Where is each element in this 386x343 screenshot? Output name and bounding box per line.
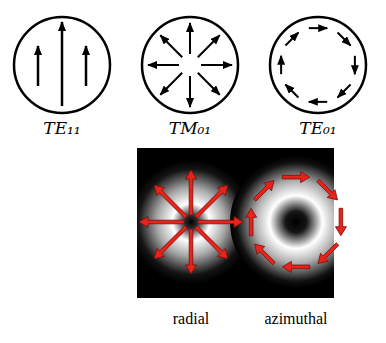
field-arrow	[354, 56, 356, 74]
polarization-arrow	[246, 208, 257, 235]
polarization-arrow	[195, 185, 228, 218]
polarization-arrow	[335, 208, 346, 235]
field-arrow	[338, 85, 351, 98]
beam-mode: azimuthal	[243, 148, 349, 333]
mode-label: TE₀₁	[267, 118, 369, 138]
field-arrow	[198, 73, 220, 95]
polarization-arrow	[186, 170, 197, 215]
field-arrow	[280, 56, 282, 74]
polarization-arrow	[255, 244, 276, 265]
polarization-arrow	[195, 226, 228, 259]
field-arrow	[85, 46, 88, 86]
beam-intensity	[137, 160, 253, 284]
field-arrow	[285, 32, 298, 45]
field-arrow	[189, 76, 191, 107]
field-arrow	[189, 23, 191, 54]
field-arrow	[309, 101, 327, 103]
field-arrow	[201, 64, 232, 66]
polarization-arrow	[282, 261, 309, 272]
beam-intensity	[230, 156, 334, 288]
polarization-arrow	[318, 243, 339, 264]
polarization-arrow	[198, 217, 243, 228]
polarization-arrow	[186, 229, 197, 274]
polarization-label: azimuthal	[243, 310, 349, 328]
polarization-arrow	[139, 217, 184, 228]
polarization-arrow	[154, 185, 187, 218]
field-arrow	[148, 64, 179, 66]
beam-mode: radial	[138, 148, 244, 333]
waveguide-circle	[14, 17, 110, 113]
waveguide-mode: TM₀₁	[139, 17, 241, 141]
field-arrow	[309, 27, 327, 29]
mode-label: TM₀₁	[139, 118, 241, 138]
polarization-arrow	[282, 172, 309, 183]
field-arrows	[38, 22, 355, 274]
mode-label: TE₁₁	[11, 118, 113, 138]
polarization-label: radial	[138, 310, 244, 328]
field-arrow	[61, 22, 64, 106]
field-arrow	[285, 85, 298, 98]
field-arrow	[160, 73, 182, 95]
polarization-arrow	[154, 226, 187, 259]
field-arrow	[338, 32, 351, 45]
field-arrow	[160, 35, 182, 57]
polarization-arrow	[253, 181, 274, 202]
polarization-arrow	[317, 179, 338, 200]
waveguide-mode: TE₀₁	[267, 17, 369, 141]
waveguide-circle	[270, 17, 366, 113]
waveguide-mode: TE₁₁	[11, 17, 113, 141]
field-arrow	[198, 35, 220, 57]
waveguide-circle	[142, 17, 238, 113]
field-arrow	[37, 46, 40, 86]
